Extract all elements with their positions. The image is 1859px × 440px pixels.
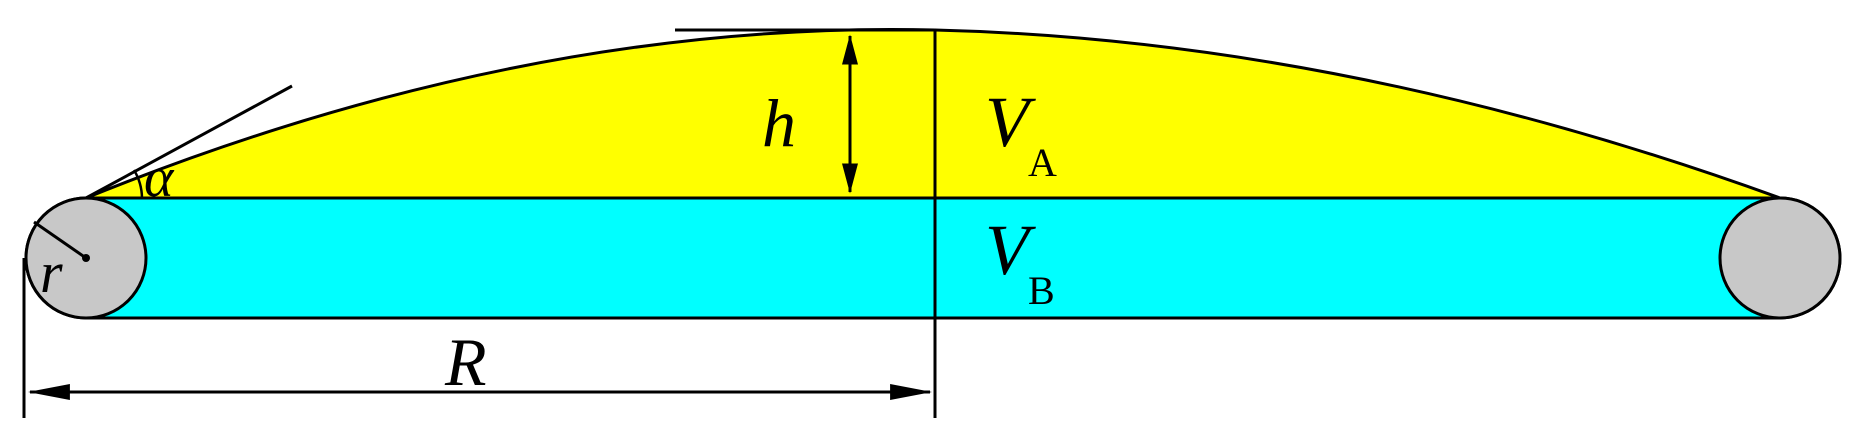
- label-VA: V: [985, 82, 1036, 162]
- label-h: h: [762, 85, 796, 161]
- label-r: r: [40, 240, 63, 305]
- region-a: [85, 28, 1781, 200]
- right-roller: [1718, 196, 1842, 320]
- label-VA-subscript: A: [1028, 140, 1057, 185]
- label-VB: V: [985, 210, 1036, 290]
- roller-center: [82, 254, 90, 262]
- label-alpha: α: [144, 147, 175, 209]
- angle-arc: [132, 169, 144, 199]
- radius-line: [33, 220, 87, 260]
- tangent-line: [85, 84, 293, 200]
- label-R: R: [444, 324, 487, 400]
- region-b: [24, 196, 1842, 320]
- label-VB-subscript: B: [1028, 268, 1055, 313]
